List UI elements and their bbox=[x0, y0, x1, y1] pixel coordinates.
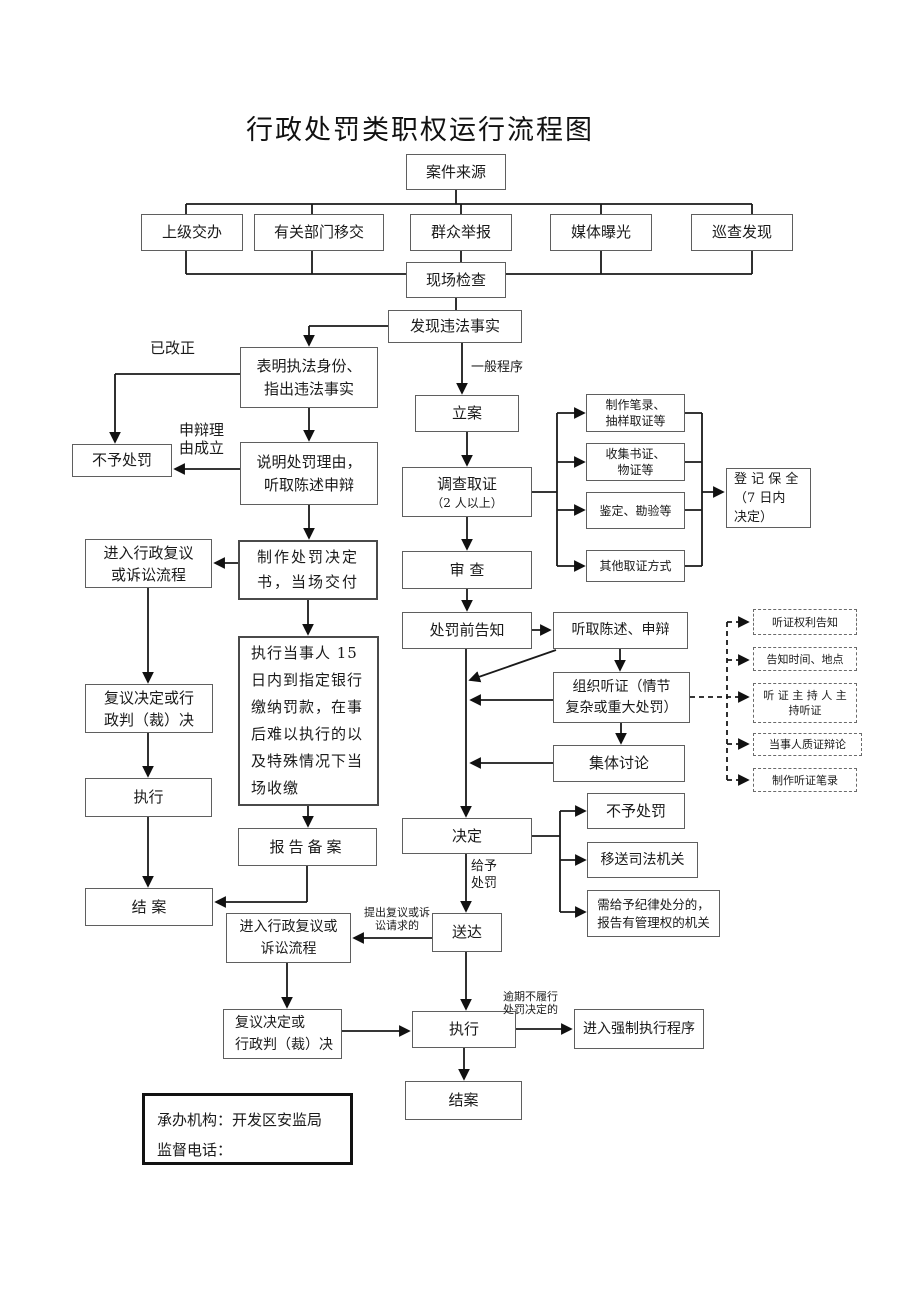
node-investigate: 调查取证 （2 人以上） bbox=[402, 467, 532, 517]
node-deliver: 送达 bbox=[432, 913, 502, 952]
node-source-superior: 上级交办 bbox=[141, 214, 243, 251]
node-investigate-sub: （2 人以上） bbox=[431, 496, 503, 510]
page-title: 行政处罚类职权运行流程图 bbox=[246, 115, 594, 146]
node-pre-notice: 处罚前告知 bbox=[402, 612, 532, 649]
node-review-decision2: 复议决定或 行政判（裁）决 bbox=[223, 1009, 342, 1059]
node-preserve: 登 记 保 全 （7 日内 决定） bbox=[726, 468, 811, 528]
label-overdue: 逾期不履行 处罚决定的 bbox=[503, 990, 558, 1016]
node-source-patrol: 巡查发现 bbox=[691, 214, 793, 251]
node-source-dept-transfer: 有关部门移交 bbox=[254, 214, 384, 251]
node-source-public-report: 群众举报 bbox=[410, 214, 512, 251]
node-reconsider2: 进入行政复议或 诉讼流程 bbox=[226, 913, 351, 963]
node-evidence-appraise: 鉴定、勘验等 bbox=[586, 492, 685, 529]
node-hear-statement: 听取陈述、申辩 bbox=[553, 612, 688, 649]
node-case-source: 案件来源 bbox=[406, 154, 506, 190]
node-hearing-rights: 听证权利告知 bbox=[753, 609, 857, 635]
label-corrected: 已改正 bbox=[150, 339, 196, 357]
node-close-left: 结 案 bbox=[85, 888, 213, 926]
node-execute-left: 执行 bbox=[85, 778, 212, 817]
node-evidence-other: 其他取证方式 bbox=[586, 550, 685, 582]
node-group-discuss: 集体讨论 bbox=[553, 745, 685, 782]
node-review: 审 查 bbox=[402, 551, 532, 589]
node-hearing-debate: 当事人质证辩论 bbox=[753, 733, 862, 756]
node-execute-party: 执行当事人 15 日内到指定银行 缴纳罚款，在事 后难以执行的以 及特殊情况下当… bbox=[238, 636, 379, 806]
node-decision-doc: 制作处罚决定 书，当场交付 bbox=[238, 540, 378, 600]
node-investigate-label: 调查取证 bbox=[436, 475, 497, 493]
node-hearing: 组织听证（情节 复杂或重大处罚） bbox=[553, 672, 690, 723]
node-execute-bottom: 执行 bbox=[412, 1011, 516, 1048]
node-reconsider-left: 进入行政复议 或诉讼流程 bbox=[85, 539, 212, 588]
node-judicial-transfer: 移送司法机关 bbox=[587, 842, 698, 878]
node-hearing-host: 听 证 主 持 人 主 持听证 bbox=[753, 683, 857, 723]
label-appeal-request: 提出复议或诉 讼请求的 bbox=[364, 906, 430, 932]
node-file-case: 立案 bbox=[415, 395, 519, 432]
node-hearing-time-place: 告知时间、地点 bbox=[753, 647, 857, 671]
node-no-punish-left: 不予处罚 bbox=[72, 444, 172, 477]
label-general-procedure: 一般程序 bbox=[471, 360, 524, 375]
node-evidence-record: 制作笔录、 抽样取证等 bbox=[586, 394, 685, 432]
node-onsite-check: 现场检查 bbox=[406, 262, 506, 298]
node-evidence-collect: 收集书证、 物证等 bbox=[586, 443, 685, 481]
node-decide: 决定 bbox=[402, 818, 532, 854]
label-defense-valid: 申辩理 由成立 bbox=[179, 421, 225, 457]
node-force-execute: 进入强制执行程序 bbox=[574, 1009, 704, 1049]
node-no-punish-right: 不予处罚 bbox=[587, 793, 685, 829]
node-explain-reason: 说明处罚理由， 听取陈述申辩 bbox=[240, 442, 378, 505]
node-discover-fact: 发现违法事实 bbox=[388, 310, 522, 343]
node-review-decision-left: 复议决定或行 政判（裁）决 bbox=[85, 684, 213, 733]
node-report-record: 报告备案 bbox=[238, 828, 377, 866]
node-agency-info: 承办机构：开发区安监局 监督电话： bbox=[142, 1093, 353, 1165]
node-close-bottom: 结案 bbox=[405, 1081, 522, 1120]
node-source-media: 媒体曝光 bbox=[550, 214, 652, 251]
node-hearing-transcript: 制作听证笔录 bbox=[753, 768, 857, 792]
node-show-identity: 表明执法身份、 指出违法事实 bbox=[240, 347, 378, 408]
label-give-punishment: 给予 处罚 bbox=[471, 859, 498, 891]
node-disciplinary: 需给予纪律处分的， 报告有管理权的机关 bbox=[587, 890, 720, 937]
